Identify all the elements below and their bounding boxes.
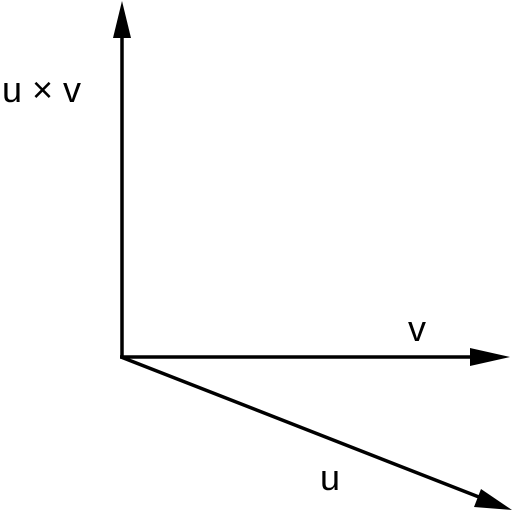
u-vector [120, 355, 512, 510]
cross-product-arrowhead [113, 1, 131, 38]
cross-product-label: u × v [2, 69, 81, 110]
u-vector-arrowhead [474, 489, 512, 510]
v-vector-label: v [408, 308, 426, 349]
v-vector [120, 348, 510, 366]
v-vector-arrowhead [470, 348, 510, 366]
u-vector-shaft [120, 355, 485, 501]
cross-product-vector [113, 1, 131, 357]
u-vector-label: u [320, 457, 340, 498]
